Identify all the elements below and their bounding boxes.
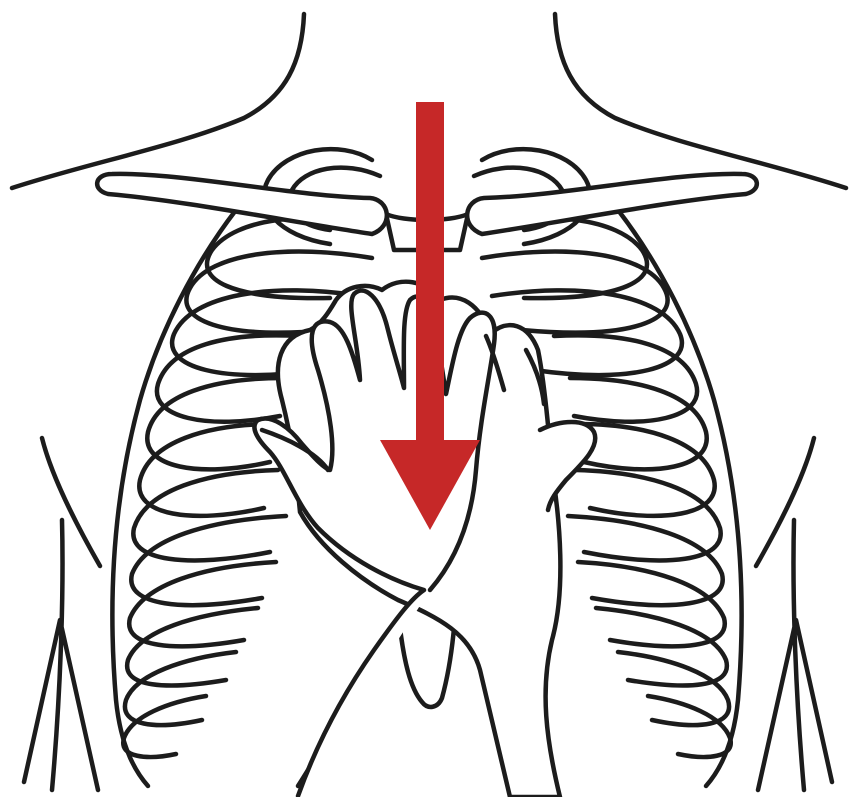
- right-arm-inner: [758, 520, 832, 790]
- left-arm-inner: [24, 520, 98, 790]
- xiphoid-process: [400, 628, 454, 707]
- rib-12-left: [125, 652, 236, 725]
- neck-right: [555, 14, 846, 188]
- arrow-shaft: [416, 102, 444, 442]
- clavicle-left: [97, 174, 387, 234]
- left-arm-outline: [42, 438, 100, 566]
- rib-cage-right-edge: [618, 210, 742, 786]
- rib-cage-left-edge: [112, 210, 236, 786]
- clavicle-right: [467, 174, 757, 234]
- neck-left: [12, 14, 304, 188]
- bottom-hand-thumb: [540, 422, 595, 510]
- rib-12-right: [618, 652, 729, 725]
- right-arm-outline: [756, 438, 814, 566]
